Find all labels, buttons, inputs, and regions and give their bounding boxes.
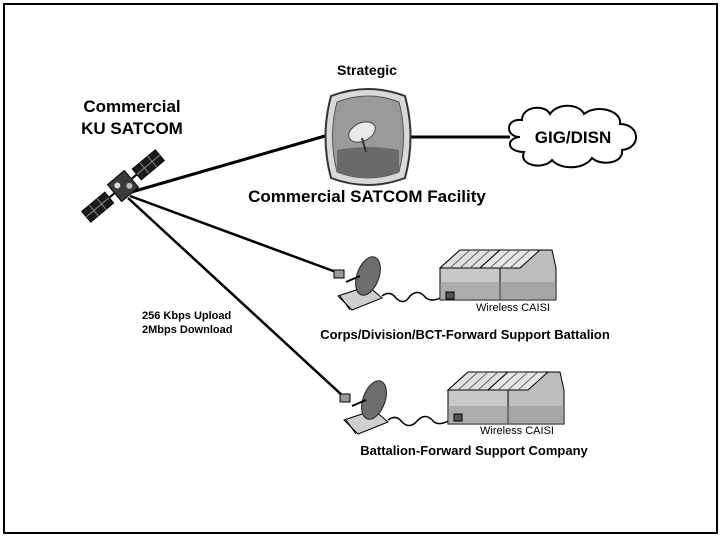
satellite-icon xyxy=(81,149,165,223)
site1-label: Corps/Division/BCT-Forward Support Batta… xyxy=(320,327,610,342)
site2-wireless-label: Wireless CAISI xyxy=(480,425,554,437)
satellite-title-line2: KU SATCOM xyxy=(81,119,183,138)
link-satellite-facility xyxy=(127,134,326,195)
cable-site1 xyxy=(381,291,441,303)
tent-1-icon xyxy=(438,249,557,301)
facility-label: Commercial SATCOM Facility xyxy=(248,187,486,206)
facility-icon xyxy=(324,88,412,186)
strategic-label: Strategic xyxy=(337,62,397,78)
cable-site2 xyxy=(387,415,451,427)
tent-2-icon xyxy=(446,371,565,425)
satellite-title-line1: Commercial xyxy=(83,97,181,116)
dish-terminal-2-icon xyxy=(339,380,389,435)
diagram-frame xyxy=(3,3,718,534)
cloud-label: GIG/DISN xyxy=(534,128,612,147)
link-upload-label: 256 Kbps Upload xyxy=(142,310,232,322)
link-satellite-site1 xyxy=(129,194,337,274)
link-satellite-site2 xyxy=(127,197,345,398)
link-download-label: 2Mbps Download xyxy=(142,324,233,336)
dish-terminal-1-icon xyxy=(333,256,383,311)
site2-label: Battalion-Forward Support Company xyxy=(360,443,588,458)
cloud-shape xyxy=(508,104,637,169)
site1-wireless-label: Wireless CAISI xyxy=(476,302,550,314)
